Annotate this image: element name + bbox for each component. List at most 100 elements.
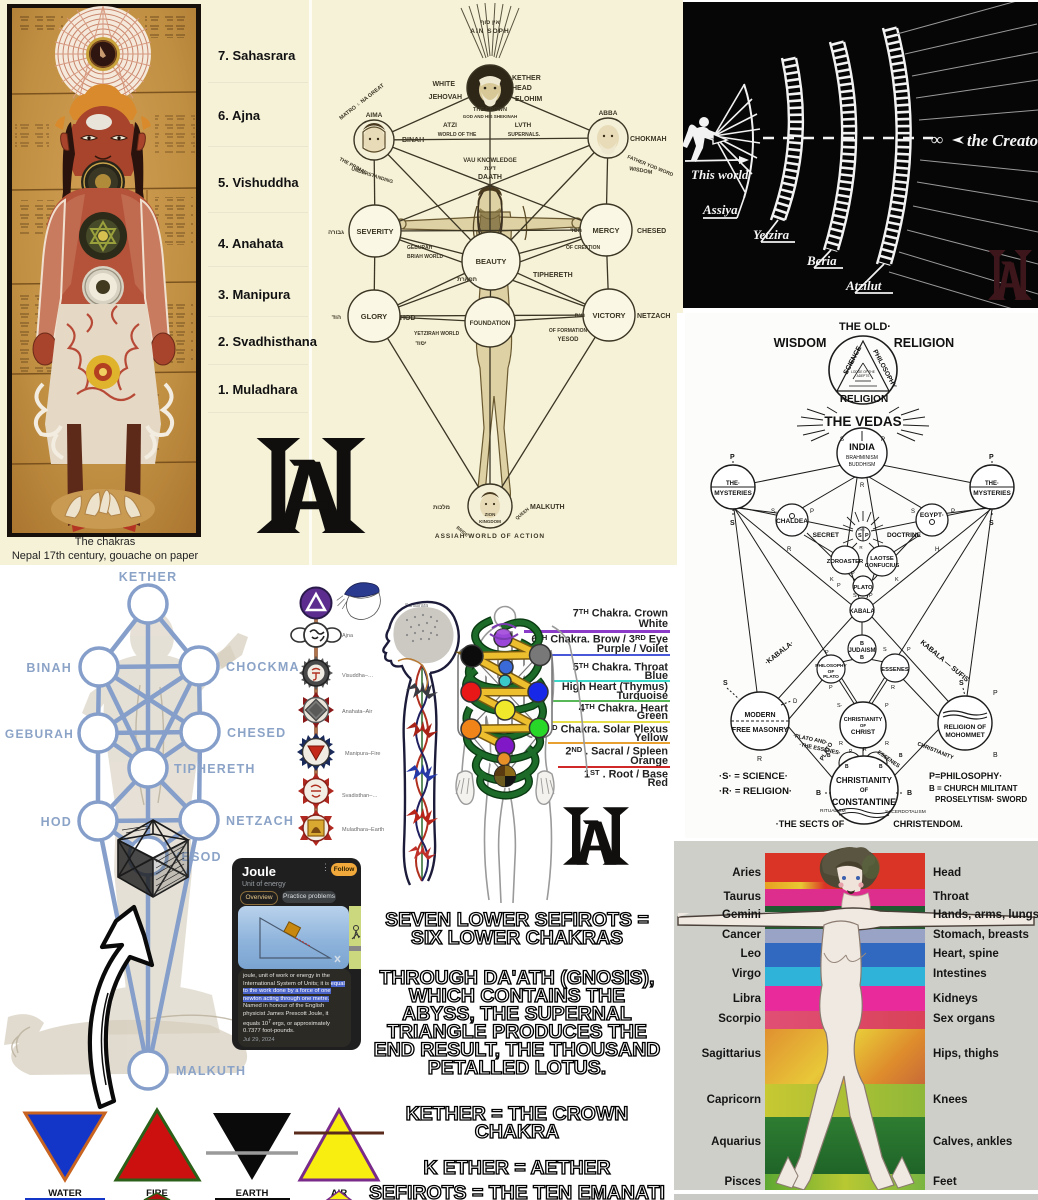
- svg-text:Beria: Beria: [806, 253, 837, 268]
- svg-text:Muladhara–Earth: Muladhara–Earth: [342, 827, 384, 833]
- svg-text:BUDDHISM: BUDDHISM: [849, 462, 876, 468]
- svg-text:R: R: [757, 756, 762, 763]
- svg-text:ZION: ZION: [485, 512, 496, 517]
- svg-text:GEBURAH: GEBURAH: [407, 245, 433, 251]
- svg-text:PHILOSOPHY: PHILOSOPHY: [815, 663, 847, 669]
- svg-text:GLORY: GLORY: [361, 312, 387, 321]
- svg-text:דעת: דעת: [484, 166, 496, 172]
- svg-text:P: P: [993, 690, 998, 697]
- svg-text:R: R: [891, 685, 895, 691]
- svg-text:ASSIAH WORLD OF ACTION: ASSIAH WORLD OF ACTION: [435, 533, 545, 540]
- svg-text:Atzilut: Atzilut: [845, 278, 882, 293]
- svg-text:מלכות: מלכות: [433, 503, 450, 511]
- svg-text:B: B: [816, 790, 821, 797]
- svg-text:VAU KNOWLEDGE: VAU KNOWLEDGE: [463, 158, 517, 164]
- svg-text:JEHOVAH: JEHOVAH: [429, 94, 462, 101]
- svg-text:P: P: [907, 647, 911, 653]
- svg-text:FREE MASONRY: FREE MASONRY: [732, 727, 788, 734]
- svg-text:ATZI: ATZI: [443, 122, 457, 129]
- svg-text:TIPHERETH: TIPHERETH: [533, 272, 573, 279]
- svg-text:EGYPT·: EGYPT·: [920, 512, 944, 519]
- svg-text:DOCTRINE: DOCTRINE: [887, 532, 922, 539]
- svg-text:B: B: [907, 790, 912, 797]
- svg-text:Visuddha–…: Visuddha–…: [342, 673, 373, 679]
- svg-text:B: B: [993, 752, 998, 759]
- svg-text:NETZACH: NETZACH: [226, 814, 294, 828]
- svg-text:KETHER: KETHER: [512, 75, 541, 82]
- svg-text:WISDOM: WISDOM: [629, 166, 653, 176]
- svg-text:AIMA: AIMA: [366, 112, 383, 119]
- svg-text:גבורה: גבורה: [328, 230, 344, 236]
- svg-text:PLATO: PLATO: [853, 585, 873, 591]
- svg-text:YESOD: YESOD: [557, 337, 579, 343]
- svg-text:LVTH: LVTH: [515, 122, 532, 129]
- svg-text:THE: THE: [857, 527, 865, 532]
- svg-text:HEAD: HEAD: [512, 85, 532, 92]
- svg-text:יסוד: יסוד: [415, 341, 426, 347]
- svg-text:S: S: [840, 437, 844, 443]
- svg-text:EARTH: EARTH: [236, 1188, 269, 1199]
- svg-text:HOD: HOD: [400, 315, 416, 322]
- svg-text:Assiya: Assiya: [702, 202, 738, 217]
- svg-text:S·: S·: [837, 703, 843, 709]
- svg-text:S·: S·: [771, 509, 777, 515]
- svg-text:תפארת: תפארת: [457, 277, 477, 283]
- svg-text:OF: OF: [860, 723, 867, 728]
- svg-text:B: B: [899, 753, 903, 759]
- svg-text:TIPHERETH: TIPHERETH: [174, 762, 256, 776]
- svg-text:B: B: [845, 764, 849, 770]
- svg-text:MERCY: MERCY: [592, 226, 619, 235]
- svg-text:SEVERITY: SEVERITY: [356, 227, 393, 236]
- svg-text:JUDAISM: JUDAISM: [848, 648, 875, 654]
- svg-text:THE OLD·: THE OLD·: [839, 321, 891, 333]
- svg-text:MYSTERIES: MYSTERIES: [714, 490, 752, 497]
- svg-text:INDIA: INDIA: [849, 442, 875, 453]
- svg-text:BINAH: BINAH: [402, 137, 424, 144]
- svg-text:S: S: [911, 509, 915, 515]
- svg-text:VICTORY: VICTORY: [593, 311, 626, 320]
- svg-text:SUPERNALS.: SUPERNALS.: [508, 132, 541, 138]
- svg-text:ELOHIM: ELOHIM: [515, 96, 542, 103]
- svg-text:S: S: [853, 593, 857, 599]
- svg-text:P: P: [837, 583, 841, 589]
- svg-text:הוד: הוד: [332, 315, 341, 321]
- svg-text:ZOROASTER: ZOROASTER: [827, 559, 864, 565]
- svg-text:S: S: [883, 647, 887, 653]
- svg-text:DAATH: DAATH: [478, 174, 502, 181]
- svg-text:RELIGION OF: RELIGION OF: [944, 724, 986, 731]
- svg-text:MALKUTH: MALKUTH: [176, 1064, 246, 1078]
- svg-text:SECRET: SECRET: [813, 532, 839, 539]
- svg-text:QUEEN: QUEEN: [514, 507, 529, 521]
- svg-text:GOD AND HIS SHEKINAH: GOD AND HIS SHEKINAH: [463, 114, 518, 119]
- svg-text:D: D: [793, 699, 798, 705]
- svg-text:B = CHURCH MILITANT: B = CHURCH MILITANT: [929, 784, 1018, 793]
- svg-text:K: K: [895, 577, 899, 583]
- svg-text:THE VEDAS: THE VEDAS: [824, 414, 901, 429]
- svg-text:OF: OF: [860, 788, 869, 794]
- svg-text:LODGE OF THE: LODGE OF THE: [851, 370, 875, 374]
- svg-text:P: P: [851, 571, 855, 577]
- svg-text:Ajna: Ajna: [342, 633, 354, 639]
- svg-text:P: P: [810, 509, 814, 515]
- svg-text:R: R: [860, 483, 865, 489]
- svg-text:YESOD: YESOD: [172, 850, 222, 864]
- svg-text:GEBURAH: GEBURAH: [5, 727, 74, 741]
- svg-text:CHALDEA: CHALDEA: [776, 518, 808, 525]
- svg-text:RELIGION: RELIGION: [840, 394, 888, 405]
- svg-text:P: P: [825, 650, 829, 656]
- svg-text:R: R: [863, 747, 867, 753]
- svg-text:אין סוף: אין סוף: [480, 20, 499, 26]
- svg-text:OF FORMATION: OF FORMATION: [549, 328, 588, 334]
- svg-text:YETZIRAH WORLD: YETZIRAH WORLD: [414, 331, 460, 337]
- svg-text:P: P: [989, 454, 994, 461]
- svg-text:S: S: [730, 520, 735, 527]
- svg-text:KINGDOM: KINGDOM: [479, 519, 501, 524]
- svg-text:PLATO: PLATO: [823, 674, 839, 680]
- svg-text:OF CREATION: OF CREATION: [566, 245, 600, 251]
- svg-text:CHOKMAH: CHOKMAH: [630, 136, 667, 143]
- svg-text:KABALA: KABALA: [849, 609, 875, 615]
- svg-text:·S· = SCIENCE·: ·S· = SCIENCE·: [719, 771, 788, 782]
- svg-text:CHRISTIANITY: CHRISTIANITY: [844, 717, 883, 723]
- svg-text:AIN SOPH: AIN SOPH: [470, 28, 509, 35]
- svg-text:S: S: [989, 520, 994, 527]
